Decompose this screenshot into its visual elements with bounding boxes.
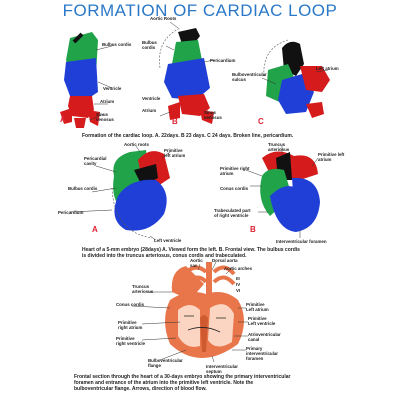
- figure-letter-c: C: [258, 117, 264, 126]
- figure-letter-heart-a: A: [92, 225, 98, 234]
- blood-flow-arrows: [184, 315, 226, 333]
- pericardium-line-b: [159, 27, 181, 69]
- pericardium-line-c: [263, 39, 289, 77]
- pericardium-line-heart-a: [111, 187, 153, 239]
- caption-loop: Formation of the cardiac loop. A. 22days…: [82, 133, 294, 139]
- label-pericardium-heart-a: Pericardium: [58, 210, 83, 215]
- left-ventricle-heart-a: [114, 179, 167, 231]
- aortic-stem-a: [72, 32, 84, 44]
- ventricle-b: [164, 58, 210, 100]
- caption-heart: Heart of a 5-mm embryo (28days) A. Viewe…: [82, 247, 300, 259]
- sinus-venosus-b: [168, 102, 214, 124]
- label-atrium-b: Atrium: [142, 108, 156, 113]
- label-bulbus-cordis-heart-a: Bulbus cordis: [68, 186, 98, 191]
- label-interventricular-foramen: Interventricular foramen: [276, 239, 327, 244]
- label-ventricle-a: Ventricle: [103, 86, 122, 91]
- label-arch-iii: III: [236, 276, 240, 281]
- label-aortic-roots-heart-a: Aortic roots: [124, 142, 149, 147]
- label-ventricle-b: Ventricle: [142, 96, 161, 101]
- label-conus-cordis-b: Conus cordis: [220, 186, 249, 191]
- label-left-ventricle: Left ventricle: [154, 238, 182, 243]
- dorsal-aorta: [206, 262, 212, 294]
- figure-letter-heart-b: B: [250, 225, 256, 234]
- atrium-a: [68, 96, 94, 118]
- left-ventricle-lumen: [208, 304, 234, 347]
- page-title: FORMATION OF CARDIAC LOOP: [62, 1, 338, 20]
- label-dorsal-aorta: Dorsal aorta: [212, 258, 238, 263]
- left-atrium-c: [300, 66, 330, 92]
- interventricular-septum: [200, 315, 208, 352]
- figure-letter-b: B: [172, 117, 178, 126]
- aortic-roots-b: [178, 28, 200, 44]
- label-aortic-arches: Aortic arches: [224, 266, 253, 271]
- right-ventricle-heart-b: [270, 186, 300, 232]
- label-aortic-roots-b: Aortic Roots: [150, 16, 177, 21]
- sinus-venosus-c: [306, 102, 324, 118]
- label-arch-iv: IV: [236, 282, 240, 287]
- ventricle-a: [64, 58, 98, 100]
- figure-letter-a: A: [60, 115, 66, 124]
- label-arch-vi: VI: [236, 288, 240, 293]
- label-conus-cordis-frontal: Conus cordis: [116, 302, 145, 307]
- label-atrium-a: Atrium: [100, 99, 114, 104]
- sinus-venosus-a: [60, 108, 100, 128]
- label-bulbus-cordis-a: Bulbus cordis: [102, 42, 132, 47]
- truncus-arteriosus-frontal: [171, 266, 204, 300]
- label-pericardium-b: Pericardium: [210, 58, 235, 63]
- right-ventricle-lumen: [178, 305, 200, 347]
- left-ventricle-heart-b: [292, 177, 320, 232]
- caption-frontal: Frontal section through the heart of a 3…: [74, 374, 290, 392]
- label-left-atrium-c: Left atrium: [316, 66, 339, 71]
